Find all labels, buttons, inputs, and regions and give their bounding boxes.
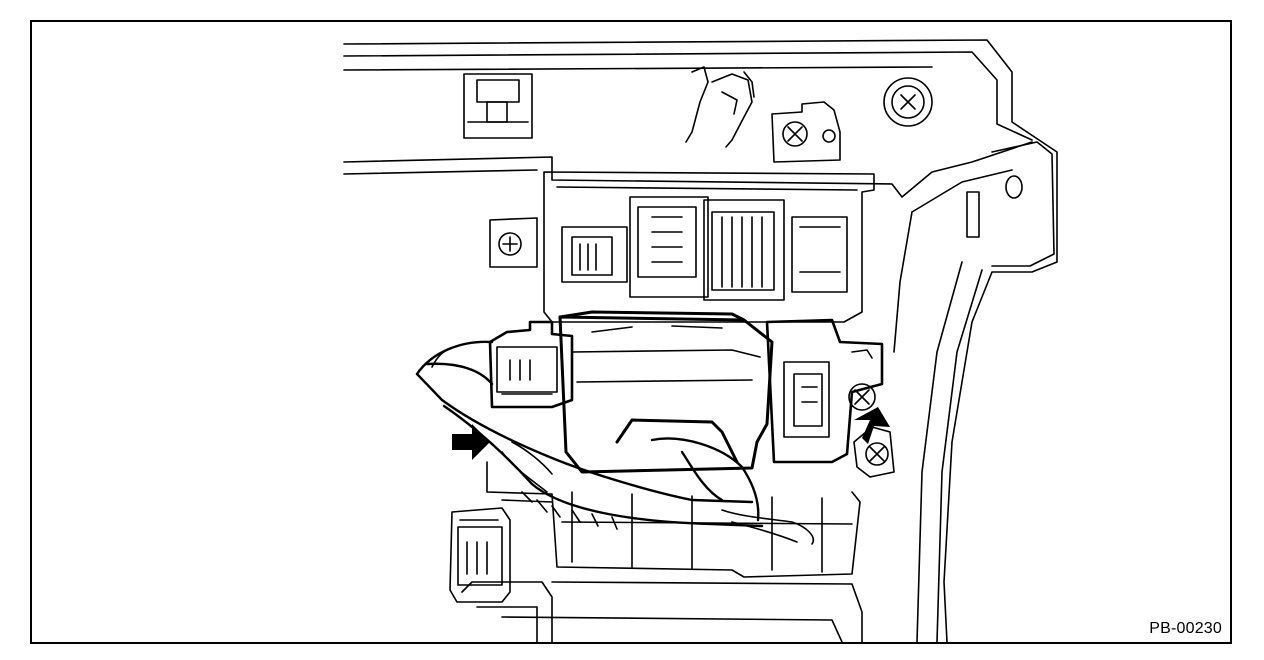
- installation-diagram: [343, 39, 1058, 642]
- connector-right: [765, 318, 884, 464]
- wire-harness: [415, 340, 764, 528]
- diagram-frame: PB-00230: [30, 20, 1232, 644]
- hook-clip: [685, 66, 755, 148]
- dashboard-panel: [343, 39, 1058, 642]
- lower-assembly: [461, 461, 863, 642]
- clip-top-left: [463, 73, 533, 139]
- side-bracket-right: [966, 141, 1055, 267]
- connector-left: [488, 320, 574, 409]
- arrow-icon-right: [854, 407, 890, 444]
- screw-right: [848, 383, 895, 478]
- bracket-top-right: [771, 101, 841, 163]
- screw-bracket-left: [489, 217, 538, 268]
- arrow-icon: [452, 424, 490, 460]
- central-module: [558, 310, 774, 474]
- connector-left-pins: [496, 346, 558, 395]
- central-module-detail: [571, 325, 761, 383]
- connector-bottom-left: [449, 507, 511, 603]
- connector-housing: [543, 171, 875, 323]
- connector-right-detail: [783, 349, 873, 438]
- figure-id-label: PB-00230: [1149, 620, 1222, 637]
- screw-top-right: [883, 77, 933, 127]
